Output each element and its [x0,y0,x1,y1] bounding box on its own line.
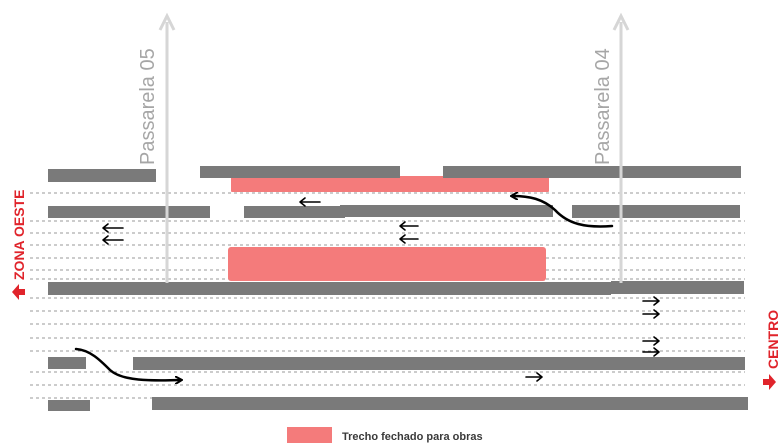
legend: Trecho fechado para obras [287,427,483,443]
east-arrow-icon [763,374,776,390]
closed-section-upper [231,176,549,192]
east-label: CENTRO [765,310,779,369]
left-arrow-icon [102,223,124,245]
detour-lower [74,347,181,380]
west-direction: ZONA OESTE [11,190,27,300]
closed-section-lower [228,247,546,281]
lane-lines [30,192,745,399]
west-arrow-icon [12,284,25,300]
traffic-arrows [102,197,660,382]
legend-label: Trecho fechado para obras [342,431,483,443]
west-label: ZONA OESTE [11,190,27,281]
road-bars [48,166,748,411]
bridge-left: Passarela 05 [137,12,176,283]
east-direction: CENTRO [763,310,779,390]
left-arrow-icon [399,221,419,244]
bridge-right: Passarela 04 [592,12,630,283]
right-arrow-icon [642,296,660,319]
legend-swatch [287,427,332,443]
bridge-left-label: Passarela 05 [137,48,159,165]
detour-upper [512,196,614,228]
right-arrow-icon [642,336,660,357]
right-arrow-icon [525,372,543,382]
left-arrow-icon [299,197,321,207]
bridge-right-label: Passarela 04 [592,48,614,165]
